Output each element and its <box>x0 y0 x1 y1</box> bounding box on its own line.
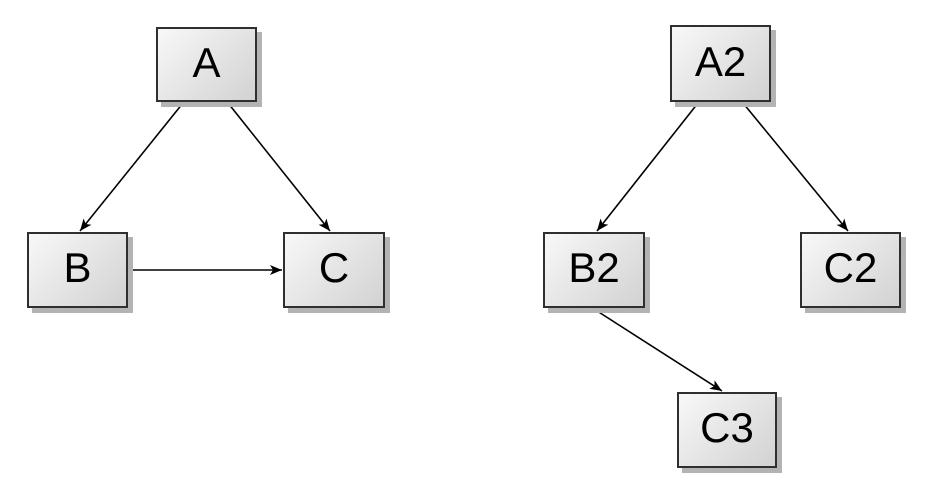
edge-a2-c2[interactable] <box>742 102 849 232</box>
node-label-b: B <box>63 244 92 291</box>
node-a2[interactable]: A2 <box>670 25 771 102</box>
node-c3[interactable]: C3 <box>677 392 777 468</box>
node-label-a: A <box>192 38 221 86</box>
node-b2[interactable]: B2 <box>543 232 645 308</box>
node-label-c3: C3 <box>700 404 754 451</box>
node-label-c2: C2 <box>823 244 878 291</box>
node-label-a2: A2 <box>694 37 747 85</box>
node-a[interactable]: A <box>156 27 257 102</box>
edge-a2-b2[interactable] <box>596 102 699 232</box>
node-label-b2: B2 <box>568 244 620 291</box>
node-b[interactable]: B <box>27 232 128 308</box>
node-c2[interactable]: C2 <box>800 232 901 308</box>
node-label-c: C <box>318 244 350 291</box>
node-c[interactable]: C <box>283 232 385 308</box>
edge-a-b[interactable] <box>79 102 184 232</box>
edge-group <box>79 102 849 392</box>
edge-b2-c3[interactable] <box>593 308 723 392</box>
edge-a-c[interactable] <box>227 102 331 232</box>
